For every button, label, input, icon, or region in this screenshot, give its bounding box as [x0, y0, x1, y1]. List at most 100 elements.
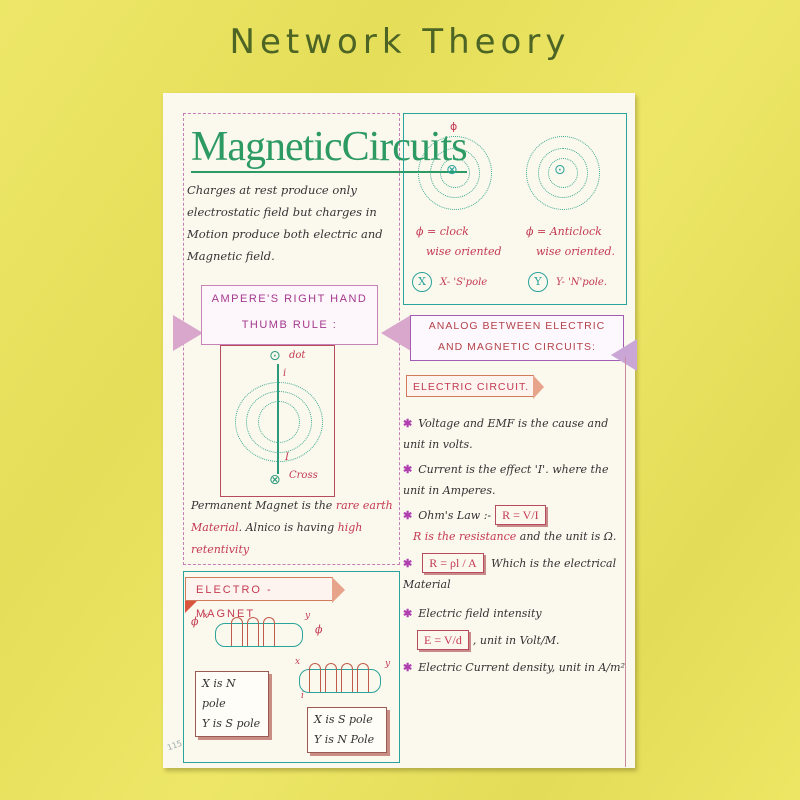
pole-box-1: X is N pole Y is S pole — [195, 671, 269, 737]
asterisk-icon: ✱ — [403, 607, 413, 620]
list-item: ✱Voltage and EMF is the cause and unit i… — [403, 413, 631, 455]
item-text: Which is the electrical Material — [403, 557, 617, 591]
box1-line1: X is N pole — [202, 677, 236, 710]
box1-line2: Y is S pole — [202, 717, 261, 730]
box2-line1: X is S pole — [314, 713, 373, 726]
ampere-rule-banner: AMPERE'S RIGHT HAND THUMB RULE : — [201, 285, 378, 345]
coil-turn — [247, 617, 259, 646]
perm-highlight-2: high retentivity — [191, 521, 363, 556]
perm-text-1: Permanent Magnet is the — [191, 499, 336, 512]
x-pole-circle-icon: X — [412, 272, 432, 292]
cross-symbol-icon: ⊗ — [446, 162, 458, 178]
cross-symbol-icon: ⊗ — [269, 472, 281, 488]
asterisk-icon: ✱ — [403, 417, 413, 430]
solenoid-core-1 — [215, 623, 303, 647]
current-label: i — [301, 691, 304, 701]
pole-box-2: X is S pole Y is N Pole — [307, 707, 387, 753]
box2-line2: Y is N Pole — [314, 733, 375, 746]
y-end-label: y — [385, 659, 391, 669]
ribbon-right-decoration — [611, 339, 637, 371]
flux-label-right: ϕ — [315, 623, 323, 636]
analogy-banner-line2: AND MAGNETIC CIRCUITS: — [438, 341, 596, 353]
coil-turn — [325, 663, 337, 692]
item-text: Voltage and EMF is the cause and unit in… — [403, 417, 609, 451]
list-item: R is the resistance and the unit is Ω. — [403, 526, 631, 547]
list-item: ✱ Electric field intensity — [403, 603, 631, 624]
list-item: E = V/d, unit in Volt/M. — [403, 630, 631, 651]
cross-label: Cross — [289, 470, 318, 481]
y-end-label: y — [305, 611, 311, 621]
magnetic-circuits-heading: MagneticCircuits — [191, 123, 468, 173]
x-pole-label: X X- 'S'pole — [412, 272, 487, 292]
notes-page: MagneticCircuits Charges at rest produce… — [163, 93, 637, 768]
list-item: ✱ R = ρl / A Which is the electrical Mate… — [403, 553, 631, 595]
page-title: Network Theory — [229, 22, 571, 62]
clockwise-caption-line2: wise oriented — [426, 245, 502, 258]
page-number: 115 — [165, 738, 184, 753]
coil-turn — [263, 617, 275, 646]
list-item: ✱ Ohm's Law :-R = V/I — [403, 505, 631, 526]
analogy-banner: ANALOG BETWEEN ELECTRIC AND MAGNETIC CIR… — [410, 315, 624, 361]
ampere-banner-line1: AMPERE'S RIGHT HAND — [211, 293, 368, 305]
field-ring-outer — [235, 382, 323, 462]
ohms-law-formula: R = V/I — [495, 505, 546, 525]
anticlockwise-caption-line2: wise oriented. — [536, 245, 616, 258]
anticlockwise-field-diagram: ⊙ — [526, 136, 600, 210]
resistance-highlight: R is the resistance — [413, 530, 517, 543]
item-text: Electric Current density, unit in A/m² — [418, 661, 625, 674]
y-pole-label: Y Y- 'N'pole. — [528, 272, 607, 292]
item-text: Electric field intensity — [418, 607, 542, 620]
field-intensity-formula: E = V/d — [417, 630, 469, 650]
ampere-banner-line2: THUMB RULE : — [241, 319, 338, 331]
ring-inner — [440, 158, 470, 188]
solenoid-core-2 — [299, 669, 381, 693]
perm-highlight-1: rare earth Material — [191, 499, 393, 534]
list-item: ✱Current is the effect 'I'. where the un… — [403, 459, 631, 501]
flux-label: ϕ — [450, 120, 458, 133]
list-item: ✱ Electric Current density, unit in A/m² — [403, 657, 631, 678]
electromagnet-section — [183, 571, 400, 763]
asterisk-icon: ✱ — [403, 509, 413, 522]
y-pole-circle-icon: Y — [528, 272, 548, 292]
clockwise-caption-line1: ϕ = clock — [416, 225, 469, 238]
asterisk-icon: ✱ — [403, 463, 413, 476]
ring-outer — [526, 136, 600, 210]
right-border-line — [625, 357, 628, 767]
x-end-label: x — [203, 611, 209, 621]
coil-turn — [309, 663, 321, 692]
asterisk-icon: ✱ — [403, 661, 413, 674]
coil-turn — [341, 663, 353, 692]
anticlockwise-caption: ϕ = Anticlock wise oriented. — [526, 222, 615, 262]
coil-turn — [357, 663, 369, 692]
x-pole-text: X- 'S'pole — [440, 277, 488, 288]
anticlockwise-caption-line1: ϕ = Anticlock — [526, 225, 602, 238]
permanent-magnet-text: Permanent Magnet is the rare earth Mater… — [191, 495, 396, 561]
electromagnet-tag: ELECTRO - MAGNET — [185, 577, 345, 620]
clockwise-caption: ϕ = clock wise oriented — [416, 222, 502, 262]
ring-outer — [418, 136, 492, 210]
asterisk-icon: ✱ — [403, 557, 413, 570]
electric-circuit-list: ✱Voltage and EMF is the cause and unit i… — [403, 413, 631, 678]
ring-mid — [430, 148, 480, 198]
item-text: Current is the effect 'I'. where the uni… — [403, 463, 609, 497]
ring-inner — [548, 158, 578, 188]
dot-symbol-icon: ⊙ — [269, 348, 281, 364]
y-pole-text: Y- 'N'pole. — [556, 277, 608, 288]
ring-mid — [538, 148, 588, 198]
current-label-bottom: I — [285, 452, 289, 463]
electric-circuit-tag: ELECTRIC CIRCUIT. — [406, 375, 544, 399]
item-text: and the unit is Ω. — [516, 530, 617, 543]
dot-label: dot — [289, 350, 306, 361]
coil-turn — [231, 617, 243, 646]
ohms-law-label: Ohm's Law :- — [418, 509, 492, 522]
ribbon-right-decoration — [381, 315, 411, 351]
resistivity-formula: R = ρl / A — [422, 553, 484, 573]
perm-text-2: . Alnico is having — [238, 521, 338, 534]
current-label-top: i — [283, 368, 287, 379]
item-text: , unit in Volt/M. — [472, 634, 560, 647]
intro-text: Charges at rest produce only electrostat… — [187, 183, 383, 263]
field-orientation-section: ⊗ ϕ ⊙ ϕ = clock wise oriented ϕ = Anticl… — [403, 113, 627, 305]
ribbon-left-decoration — [173, 315, 203, 351]
x-end-label: x — [295, 657, 301, 667]
clockwise-field-diagram: ⊗ ϕ — [418, 120, 492, 210]
